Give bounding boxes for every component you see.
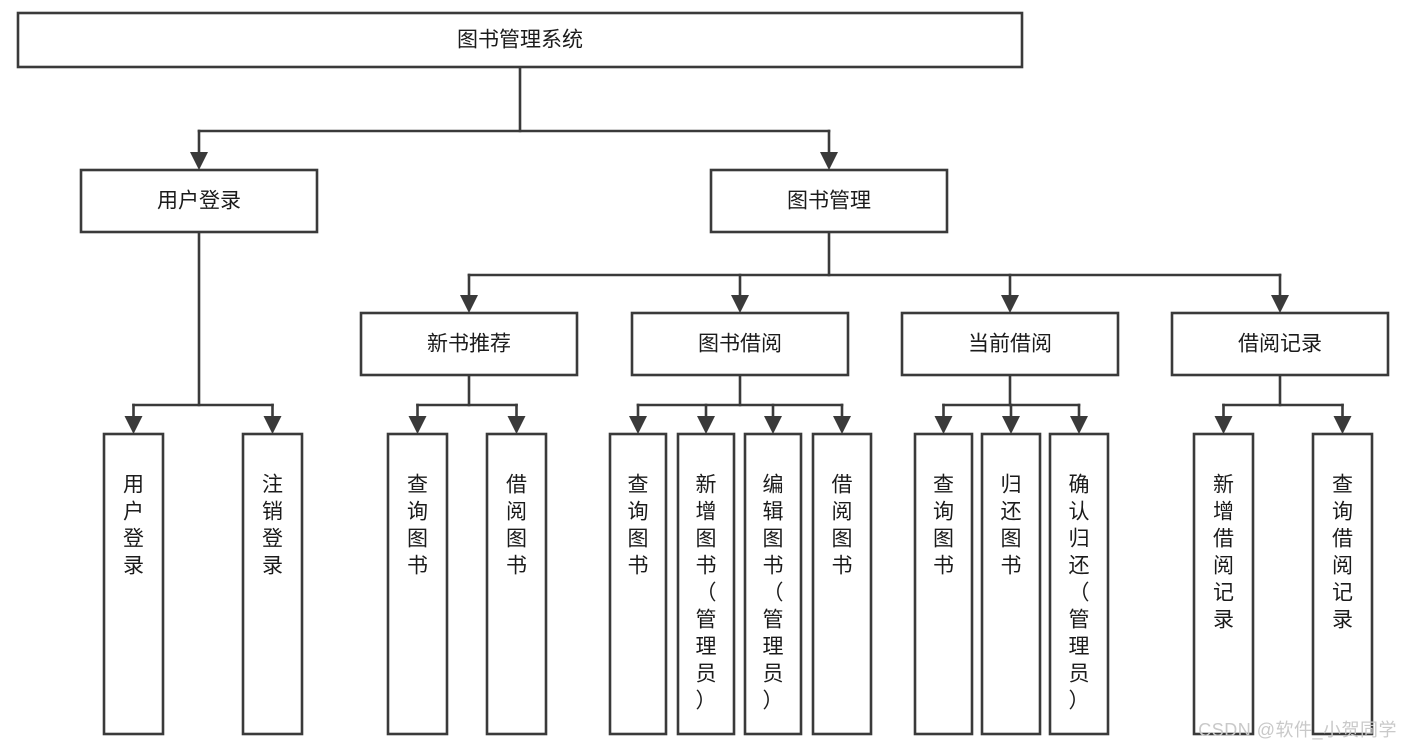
node-borrow-record[interactable]: 借阅记录 xyxy=(1170,311,1390,377)
node-leaf-borrow-book-rec[interactable]: 借阅图书 xyxy=(485,432,548,736)
node-box-leaf-user-login[interactable] xyxy=(102,432,165,736)
node-leaf-query-book-rec[interactable]: 查询图书 xyxy=(386,432,449,736)
node-root[interactable]: 图书管理系统 xyxy=(16,11,1024,69)
node-box-borrow-record[interactable] xyxy=(1170,311,1390,377)
node-label-root: 图书管理系统 xyxy=(457,29,583,52)
node-box-leaf-query-book[interactable] xyxy=(608,432,668,736)
node-user-login[interactable]: 用户登录 xyxy=(79,168,319,234)
node-box-leaf-query-book-cur[interactable] xyxy=(913,432,974,736)
node-book-borrow[interactable]: 图书借阅 xyxy=(630,311,850,377)
node-label-leaf-confirm-return: 确认归还（管理员） xyxy=(1069,473,1090,712)
node-label-leaf-query-record: 查询借阅记录 xyxy=(1332,473,1353,631)
node-label-current-borrow: 当前借阅 xyxy=(968,333,1052,356)
node-label-leaf-query-book-rec: 查询图书 xyxy=(407,473,428,577)
node-leaf-query-book[interactable]: 查询图书 xyxy=(608,432,668,736)
node-box-current-borrow[interactable] xyxy=(900,311,1120,377)
node-leaf-query-book-cur[interactable]: 查询图书 xyxy=(913,432,974,736)
node-box-leaf-edit-book[interactable] xyxy=(743,432,803,736)
node-leaf-confirm-return[interactable]: 确认归还（管理员） xyxy=(1048,432,1110,736)
node-box-new-book-rec[interactable] xyxy=(359,311,579,377)
node-new-book-rec[interactable]: 新书推荐 xyxy=(359,311,579,377)
node-label-leaf-logout: 注销登录 xyxy=(262,473,283,577)
node-label-leaf-add-book: 新增图书（管理员） xyxy=(696,473,717,712)
node-leaf-return-book[interactable]: 归还图书 xyxy=(980,432,1042,736)
node-box-leaf-query-book-rec[interactable] xyxy=(386,432,449,736)
node-label-new-book-rec: 新书推荐 xyxy=(427,333,511,356)
node-label-leaf-return-book: 归还图书 xyxy=(1001,473,1022,577)
node-leaf-query-record[interactable]: 查询借阅记录 xyxy=(1311,432,1374,736)
node-label-leaf-query-book-cur: 查询图书 xyxy=(933,473,954,577)
node-label-leaf-user-login: 用户登录 xyxy=(123,473,144,577)
node-box-leaf-add-book[interactable] xyxy=(676,432,736,736)
node-box-leaf-return-book[interactable] xyxy=(980,432,1042,736)
node-box-leaf-confirm-return[interactable] xyxy=(1048,432,1110,736)
node-label-book-borrow: 图书借阅 xyxy=(698,333,782,356)
node-box-leaf-add-record[interactable] xyxy=(1192,432,1255,736)
node-box-user-login[interactable] xyxy=(79,168,319,234)
node-label-borrow-record: 借阅记录 xyxy=(1238,333,1322,356)
node-box-leaf-borrow-book[interactable] xyxy=(811,432,873,736)
node-label-leaf-borrow-book-rec: 借阅图书 xyxy=(506,473,527,577)
node-book-manage[interactable]: 图书管理 xyxy=(709,168,949,234)
node-leaf-logout[interactable]: 注销登录 xyxy=(241,432,304,736)
node-label-leaf-query-book: 查询图书 xyxy=(628,473,649,577)
node-box-book-borrow[interactable] xyxy=(630,311,850,377)
node-layer: 图书管理系统用户登录图书管理新书推荐图书借阅当前借阅借阅记录用户登录注销登录查询… xyxy=(16,11,1390,736)
node-label-book-manage: 图书管理 xyxy=(787,190,871,213)
node-label-leaf-edit-book: 编辑图书（管理员） xyxy=(763,473,784,712)
node-box-leaf-query-record[interactable] xyxy=(1311,432,1374,736)
node-leaf-borrow-book[interactable]: 借阅图书 xyxy=(811,432,873,736)
node-box-leaf-logout[interactable] xyxy=(241,432,304,736)
node-leaf-add-book[interactable]: 新增图书（管理员） xyxy=(676,432,736,736)
node-box-leaf-borrow-book-rec[interactable] xyxy=(485,432,548,736)
node-box-root[interactable] xyxy=(16,11,1024,69)
node-label-leaf-borrow-book: 借阅图书 xyxy=(832,473,853,577)
node-box-book-manage[interactable] xyxy=(709,168,949,234)
node-label-user-login: 用户登录 xyxy=(157,190,241,213)
node-leaf-user-login[interactable]: 用户登录 xyxy=(102,432,165,736)
connector-layer xyxy=(124,65,1352,434)
node-label-leaf-add-record: 新增借阅记录 xyxy=(1213,473,1234,631)
node-leaf-add-record[interactable]: 新增借阅记录 xyxy=(1192,432,1255,736)
node-leaf-edit-book[interactable]: 编辑图书（管理员） xyxy=(743,432,803,736)
node-current-borrow[interactable]: 当前借阅 xyxy=(900,311,1120,377)
